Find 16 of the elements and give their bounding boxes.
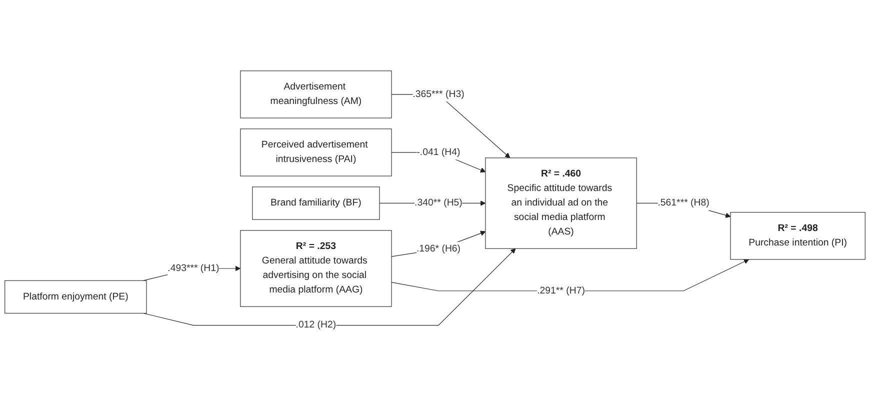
- node-box: R² = .460 Specific attitude towards an individual ad on the social media platform (AAS): [485, 157, 637, 249]
- edge-label: .493*** (H1): [168, 262, 220, 274]
- edge-label: .340** (H5): [414, 198, 462, 208]
- node-box: Brand familiarity (BF): [252, 186, 380, 220]
- edge-label: .365*** (H3): [412, 88, 464, 100]
- node-box: Perceived advertisement intrusiveness (PAI): [240, 128, 392, 176]
- node-box: R² = .498 Purchase intention (PI): [730, 212, 866, 260]
- edge-label: .291** (H7): [537, 285, 585, 296]
- edge-label: .196* (H6): [416, 244, 461, 254]
- arrow: [391, 230, 486, 257]
- node-box: Platform enjoyment (PE): [4, 280, 147, 314]
- edge-label: .012 (H2): [296, 320, 336, 330]
- node-box: R² = .253 General attitude towards advertising on the social media platform (AAG): [240, 230, 392, 307]
- edge-label: -.041 (H4): [416, 146, 460, 158]
- node-box: Advertisement meaningfulness (AM): [240, 70, 392, 118]
- edge-label: .561*** (H8): [658, 198, 710, 208]
